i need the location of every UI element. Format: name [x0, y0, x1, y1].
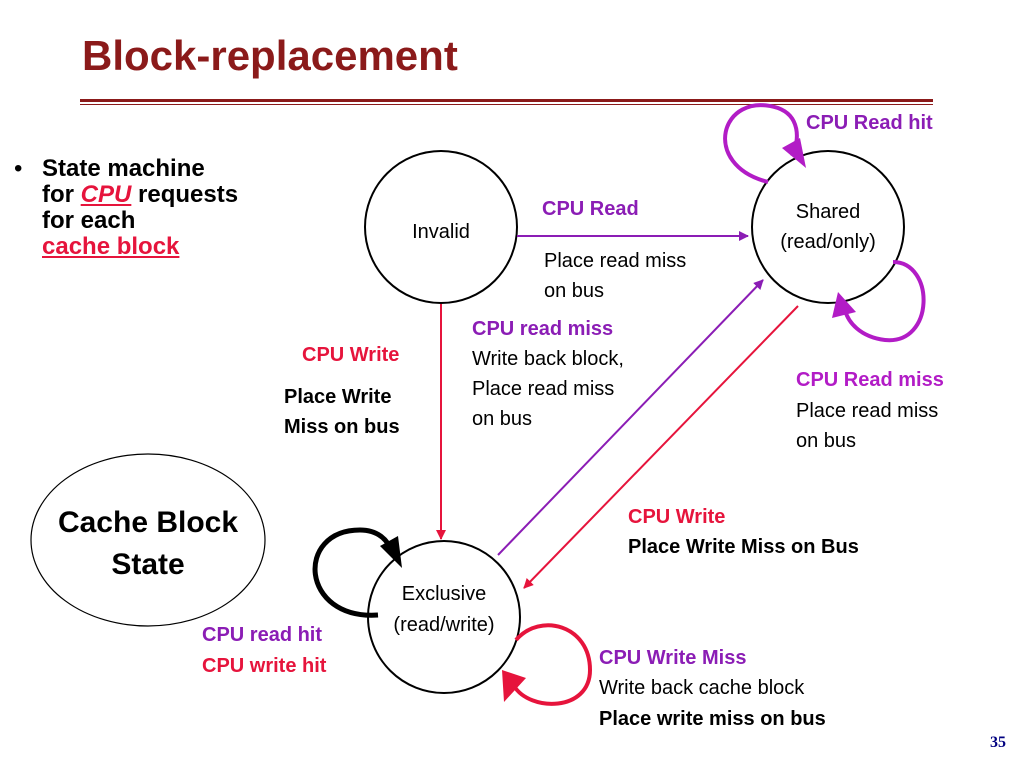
legend-label-1: Cache Block	[58, 506, 238, 539]
loop-shared-read-hit	[723, 103, 799, 184]
label-exclusive-to-shared-action-2: Place read miss	[472, 378, 615, 400]
state-invalid-label: Invalid	[412, 221, 470, 243]
legend-label-2: State	[111, 548, 184, 581]
bullet-text: State machine for CPU requests for each …	[42, 156, 238, 260]
label-invalid-to-exclusive-event: CPU Write	[302, 344, 400, 366]
label-exclusive-write-miss-event: CPU Write Miss	[599, 647, 747, 669]
state-exclusive-label-2: (read/write)	[393, 614, 494, 636]
label-invalid-to-shared-action-2: on bus	[544, 280, 605, 302]
label-exclusive-to-shared-event: CPU read miss	[472, 318, 614, 340]
state-shared-label-1: Shared	[796, 201, 861, 223]
label-shared-read-miss-action-2: on bus	[796, 430, 857, 452]
bullet-line-2: for CPU requests	[42, 182, 238, 208]
bullet-line-3: for each	[42, 207, 136, 234]
bullet-cpu-emphasis: CPU	[80, 181, 132, 208]
state-invalid	[364, 150, 518, 304]
loop-shared-read-hit-arrowhead	[782, 138, 806, 168]
label-exclusive-write-miss-action-1: Write back cache block	[599, 677, 805, 699]
legend-cache-block-state	[30, 453, 266, 627]
loop-exclusive-hit-arrowhead	[380, 536, 402, 568]
label-exclusive-to-shared-action-1: Write back block,	[472, 348, 624, 370]
loop-exclusive-write-miss	[512, 623, 593, 706]
label-invalid-to-shared-action-1: Place read miss	[544, 250, 687, 272]
state-exclusive-label-1: Exclusive	[402, 583, 486, 605]
title-rule-thick	[80, 99, 933, 102]
loop-exclusive-write-miss-arrowhead	[502, 670, 526, 702]
label-shared-read-miss-event: CPU Read miss	[796, 369, 944, 391]
label-shared-read-hit: CPU Read hit	[806, 112, 933, 134]
label-shared-read-miss-action-1: Place read miss	[796, 400, 939, 422]
bullet-line-1: State machine	[42, 155, 205, 182]
slide-title: Block-replacement	[82, 32, 458, 79]
arrow-exclusive-to-shared	[497, 279, 764, 556]
loop-exclusive-hit	[312, 527, 395, 618]
arrow-shared-to-exclusive	[523, 305, 799, 589]
loop-shared-read-miss	[843, 260, 926, 343]
bullet-line-4: cache block	[42, 233, 180, 260]
state-shared	[751, 150, 905, 304]
label-invalid-to-exclusive-action-2: Miss on bus	[284, 416, 400, 438]
label-invalid-to-shared-event: CPU Read	[542, 198, 639, 220]
label-shared-to-exclusive-action: Place Write Miss on Bus	[628, 536, 859, 558]
bullet-dot: •	[14, 155, 23, 182]
label-invalid-to-exclusive-action-1: Place Write	[284, 386, 392, 408]
label-exclusive-to-shared-action-3: on bus	[472, 408, 533, 430]
bullet-line-2-suffix: requests	[131, 181, 239, 208]
label-exclusive-write-hit: CPU write hit	[202, 655, 327, 677]
label-shared-to-exclusive-event: CPU Write	[628, 506, 726, 528]
label-exclusive-write-miss-action-2: Place write miss on bus	[599, 708, 826, 730]
state-shared-label-2: (read/only)	[780, 231, 876, 253]
loop-shared-read-miss-arrowhead	[832, 292, 856, 318]
page-number: 35	[990, 734, 1006, 751]
title-rule-thin	[80, 104, 933, 105]
label-exclusive-read-hit: CPU read hit	[202, 624, 323, 646]
bullet-line-2-prefix: for	[42, 181, 81, 208]
